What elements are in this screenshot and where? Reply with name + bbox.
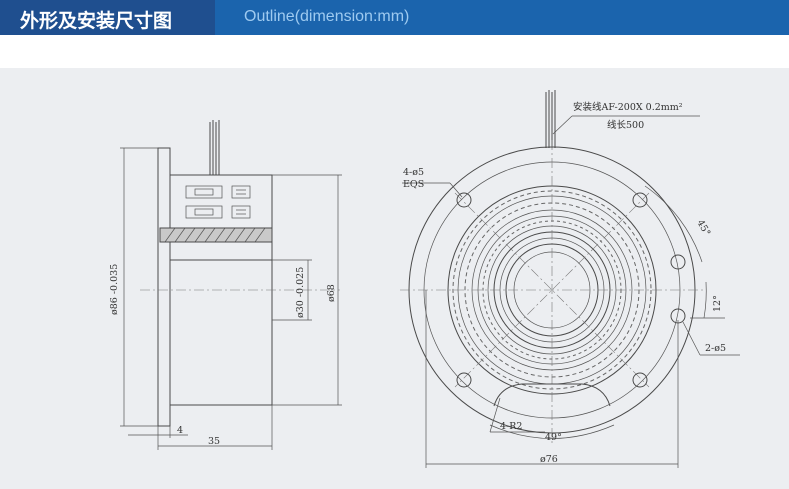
dim-flange: 4 [177, 425, 183, 436]
wire-spec: 安装线AF-200X 0.2mm² [573, 101, 683, 113]
holes-4-sub: EQS [403, 179, 424, 190]
brush-block-1 [185, 185, 223, 199]
angle-45: 45° [694, 218, 712, 238]
dim-outer-diameter: ø86 -0.035 [109, 264, 120, 315]
dim-outer: ø76 [540, 454, 558, 465]
drawing-panel [0, 68, 789, 489]
dim-bore: ø30 -0.025 [295, 267, 306, 318]
technical-drawing: ø86 -0.035 ø30 -0.025 ø68 4 35 [109, 90, 740, 468]
page-subtitle: Outline(dimension:mm) [244, 8, 410, 25]
flange [157, 147, 171, 427]
title-tab: 外形及安装尺寸图 [0, 0, 215, 35]
mount-hole-1 [456, 192, 472, 208]
brush-block-2 [185, 205, 223, 219]
holes-4-label: 4-ø5 [403, 167, 424, 178]
notch-radius: 4-R2 [500, 421, 522, 432]
dim-length: 35 [208, 436, 220, 447]
side-view: ø86 -0.035 ø30 -0.025 ø68 4 35 [109, 120, 342, 450]
mount-hole-2 [632, 192, 648, 208]
section-band [159, 227, 273, 243]
dim-body: ø68 [326, 284, 337, 302]
notch-angle: 49° [545, 432, 562, 443]
holes-2-label: 2-ø5 [705, 343, 726, 354]
front-view: 安装线AF-200X 0.2mm² 线长500 4-ø5 EQS 45° 12°… [400, 90, 740, 468]
page-title: 外形及安装尺寸图 [20, 10, 173, 32]
mount-hole-4 [632, 372, 648, 388]
header-bar: 外形及安装尺寸图 Outline(dimension:mm) [0, 0, 789, 35]
aux-hole-1 [670, 254, 686, 270]
wire-length: 线长500 [607, 119, 644, 131]
bottom-notch [493, 383, 611, 407]
terminal-1 [231, 185, 251, 199]
mount-hole-3 [456, 372, 472, 388]
terminal-2 [231, 205, 251, 219]
angle-12: 12° [712, 295, 723, 312]
